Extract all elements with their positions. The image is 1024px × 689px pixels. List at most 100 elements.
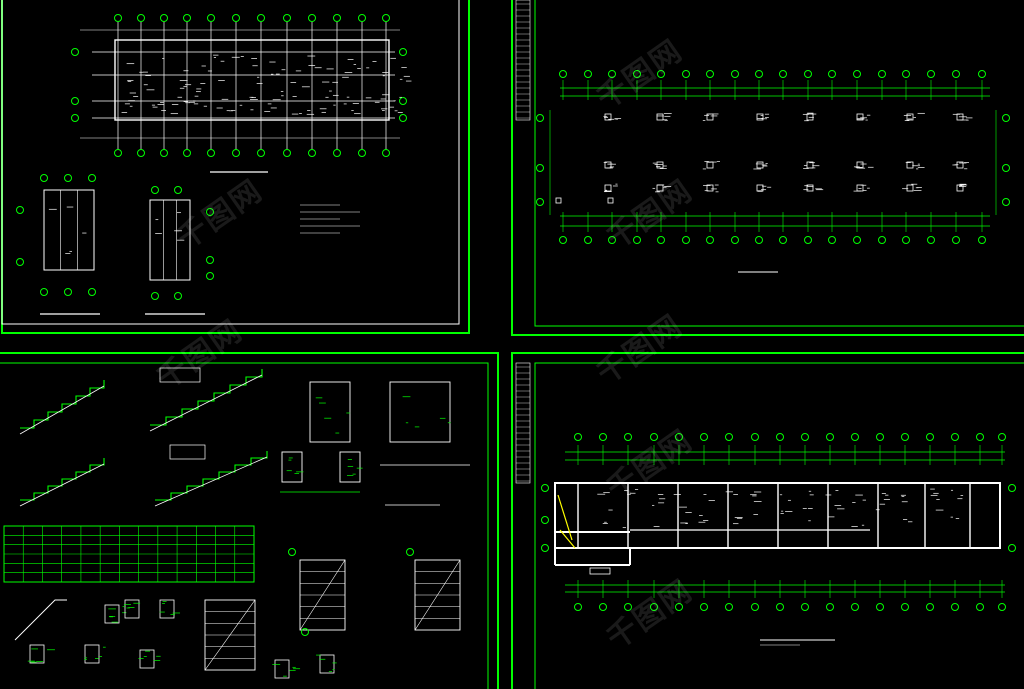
- grid-bubble: [927, 70, 935, 78]
- grid-bubble: [650, 603, 658, 611]
- grid-bubble: [232, 14, 240, 22]
- detail-box: [281, 451, 303, 483]
- grid-bubble: [559, 236, 567, 244]
- sheet-inner-frame-bottom-right: [534, 362, 1024, 689]
- grid-bubble: [978, 236, 986, 244]
- grid-bubble: [976, 433, 984, 441]
- grid-bubble: [608, 70, 616, 78]
- grid-bubble: [926, 433, 934, 441]
- grid-bubble: [206, 208, 214, 216]
- grid-bubble: [257, 149, 265, 157]
- grid-bubble: [755, 236, 763, 244]
- grid-bubble: [876, 433, 884, 441]
- grid-bubble: [751, 433, 759, 441]
- tr-column-plan: [536, 70, 1010, 273]
- grid-bubble: [804, 70, 812, 78]
- sheet-frame-top-right: [511, 0, 1024, 336]
- grid-bubble: [951, 603, 959, 611]
- grid-bubble: [64, 174, 72, 182]
- grid-bubble: [902, 236, 910, 244]
- title-strip-top: [515, 0, 531, 121]
- grid-bubble: [382, 149, 390, 157]
- grid-bubble: [206, 272, 214, 280]
- column: [906, 113, 914, 121]
- grid-bubble: [657, 70, 665, 78]
- grid-bubble: [755, 70, 763, 78]
- br-floor-plan: [541, 433, 1016, 646]
- grid-bubble: [998, 603, 1006, 611]
- grid-bubble: [725, 603, 733, 611]
- grid-bubble: [64, 288, 72, 296]
- title-strip-bottom: [515, 362, 531, 484]
- column: [555, 197, 562, 204]
- grid-bubble: [878, 70, 886, 78]
- grid-bubble: [826, 433, 834, 441]
- grid-bubble: [751, 603, 759, 611]
- grid-bubble: [40, 288, 48, 296]
- grid-bubble: [976, 603, 984, 611]
- grid-bubble: [536, 198, 544, 206]
- grid-bubble: [851, 603, 859, 611]
- grid-bubble: [779, 70, 787, 78]
- beam-detail: [159, 599, 175, 619]
- grid-bubble: [151, 186, 159, 194]
- grid-bubble: [1002, 114, 1010, 122]
- grid-bubble: [71, 97, 79, 105]
- grid-bubble: [951, 433, 959, 441]
- stair-section-small: [14, 599, 67, 641]
- stair-profile: [150, 369, 263, 426]
- grid-bubble: [207, 149, 215, 157]
- stair-profile: [155, 451, 268, 501]
- column: [756, 113, 764, 121]
- grid-bubble: [137, 149, 145, 157]
- beam-detail: [84, 644, 100, 664]
- grid-bubble: [1008, 484, 1016, 492]
- grid-bubble: [88, 288, 96, 296]
- grid-bubble: [333, 149, 341, 157]
- grid-bubble: [978, 70, 986, 78]
- grid-bubble: [731, 236, 739, 244]
- column: [856, 113, 864, 121]
- grid-bubble: [901, 433, 909, 441]
- landing: [159, 367, 201, 383]
- grid-bubble: [88, 174, 96, 182]
- grid-bubble: [776, 603, 784, 611]
- sheet-frame-bottom-right: [511, 352, 1024, 689]
- grid-bubble: [541, 544, 549, 552]
- beam-detail: [139, 649, 155, 669]
- bl-rebar-schedule-table: [3, 525, 255, 583]
- grid-bubble: [257, 14, 265, 22]
- grid-bubble: [599, 433, 607, 441]
- grid-bubble: [301, 628, 309, 636]
- sheet-inner-frame-top-right: [534, 0, 1024, 327]
- grid-bubble: [536, 114, 544, 122]
- grid-bubble: [853, 236, 861, 244]
- grid-bubble: [333, 14, 341, 22]
- grid-bubble: [114, 149, 122, 157]
- stair-slab: [19, 385, 105, 435]
- grid-bubble: [16, 206, 24, 214]
- entry-step: [589, 567, 611, 575]
- grid-bubble: [700, 433, 708, 441]
- grid-bubble: [1002, 198, 1010, 206]
- grid-bubble: [71, 114, 79, 122]
- detail-box: [389, 381, 451, 443]
- grid-bubble: [826, 603, 834, 611]
- grid-bubble: [114, 14, 122, 22]
- tl-general-notes: [300, 204, 360, 234]
- grid-bubble: [1008, 544, 1016, 552]
- grid-bubble: [358, 14, 366, 22]
- grid-bubble: [776, 433, 784, 441]
- grid-bubble: [876, 603, 884, 611]
- sheet-inner-frame-bottom-left: [0, 362, 489, 689]
- grid-bubble: [137, 14, 145, 22]
- beam-detail: [124, 599, 140, 619]
- stair-arrow: [414, 559, 461, 631]
- grid-bubble: [399, 114, 407, 122]
- grid-bubble: [952, 236, 960, 244]
- grid-bubble: [40, 174, 48, 182]
- grid-bubble: [584, 70, 592, 78]
